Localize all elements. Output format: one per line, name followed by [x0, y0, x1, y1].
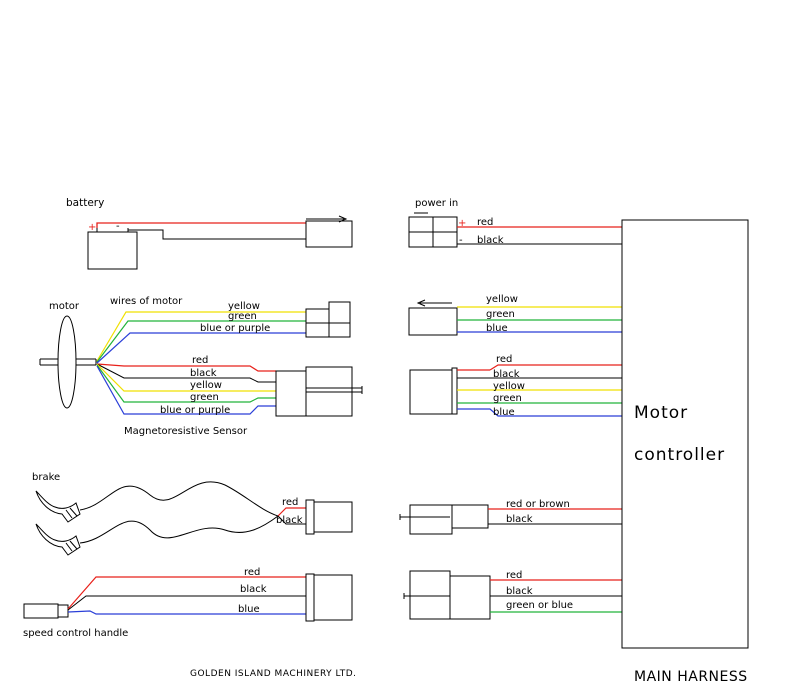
sensor-wire-black-label: black — [190, 368, 217, 379]
ctrl-handle-red-label: red — [506, 570, 522, 581]
ctrl-sensor-connector — [409, 369, 453, 415]
ctrl-power-black-label: black — [477, 235, 504, 246]
ctrl-sensor-yellow-label: yellow — [493, 381, 525, 392]
speed-handle-label: speed control handle — [23, 628, 128, 639]
ctrl-motor-green-label: green — [486, 309, 515, 320]
ctrl-sensor-blue-wire — [457, 408, 622, 417]
ctrl-sensor-black-label: black — [493, 369, 520, 380]
ctrl-motor-arrow — [416, 299, 426, 307]
brake-cable-upper — [79, 481, 279, 517]
battery-body — [87, 231, 138, 270]
sensor-blue-wire — [96, 365, 276, 415]
speed-handle-grip — [23, 603, 59, 619]
brake-label: brake — [32, 472, 60, 483]
ctrl-motor-connector — [408, 307, 458, 336]
ctrl-sensor-green-label: green — [493, 393, 522, 404]
ctrl-handle-black-label: black — [506, 586, 533, 597]
sensor-wire-red-label: red — [192, 355, 208, 366]
motor-green-wire — [96, 320, 306, 363]
sensor-label: Magnetoresistive Sensor — [124, 426, 248, 437]
battery-red-wire — [96, 222, 306, 228]
handle-red-wire — [67, 576, 306, 610]
sensor-black-wire — [96, 363, 276, 383]
brake-black-wire — [277, 515, 306, 525]
motor-label: motor — [49, 301, 80, 312]
motor-wheel — [57, 315, 77, 409]
battery-minus-sign: - — [116, 221, 120, 232]
power-in-minus-sign: - — [459, 235, 463, 246]
brake-lever-upper — [35, 490, 81, 523]
ctrl-brake-black-label: black — [506, 514, 533, 525]
motor-controller-box — [621, 219, 749, 649]
sensor-wire-yellow-label: yellow — [190, 380, 222, 391]
power-in-plus-sign: + — [458, 218, 466, 229]
controller-line2: controller — [634, 445, 725, 465]
handle-black-wire — [67, 595, 306, 611]
ctrl-brake-red-label: red or brown — [506, 499, 570, 510]
handle-blue-wire — [67, 610, 306, 615]
brake-red-wire — [277, 507, 306, 517]
motor-blue-wire — [96, 332, 306, 364]
handle-connector — [305, 573, 315, 622]
company-name: GOLDEN ISLAND MACHINERY LTD. — [190, 669, 357, 679]
power-in-label: power in — [415, 198, 458, 209]
sensor-green-wire — [96, 364, 276, 403]
battery-connector — [305, 220, 353, 248]
battery-plus-sign: + — [88, 222, 96, 233]
sensor-wire-green-label: green — [190, 392, 219, 403]
controller-line1: Motor — [634, 403, 688, 423]
brake-wire-red-label: red — [282, 497, 298, 508]
battery-label: battery — [66, 197, 104, 209]
motor-wire-blue-label: blue or purple — [200, 323, 270, 334]
ctrl-handle-green-label: green or blue — [506, 600, 573, 611]
wires-of-motor-label: wires of motor — [110, 296, 183, 307]
ctrl-power-red-label: red — [477, 217, 493, 228]
motor-yellow-wire — [96, 311, 306, 362]
ctrl-motor-yellow-label: yellow — [486, 294, 518, 305]
ctrl-sensor-red-label: red — [496, 354, 512, 365]
motor-wire-green-label: green — [228, 311, 257, 322]
battery-black-wire — [127, 228, 306, 240]
handle-wire-red-label: red — [244, 567, 260, 578]
sensor-yellow-wire — [96, 363, 276, 392]
sensor-red-wire — [96, 363, 276, 372]
ctrl-motor-blue-label: blue — [486, 323, 508, 334]
sensor-connector — [275, 370, 307, 417]
ctrl-sensor-red-wire — [489, 364, 622, 371]
handle-wire-black-label: black — [240, 584, 267, 595]
ctrl-sensor-blue-label: blue — [493, 407, 515, 418]
ctrl-handle-connector — [409, 570, 451, 620]
ctrl-brake-connector — [409, 504, 453, 535]
brake-connector — [305, 499, 315, 535]
brake-lever-lower — [35, 523, 81, 556]
sensor-wire-blue-label: blue or purple — [160, 405, 230, 416]
motor-wire-yellow-label: yellow — [228, 301, 260, 312]
handle-wire-blue-label: blue — [238, 604, 260, 615]
brake-wire-black-label: black — [276, 515, 303, 526]
brake-cable-lower — [79, 515, 279, 544]
diagram-title: MAIN HARNESS — [634, 669, 748, 685]
